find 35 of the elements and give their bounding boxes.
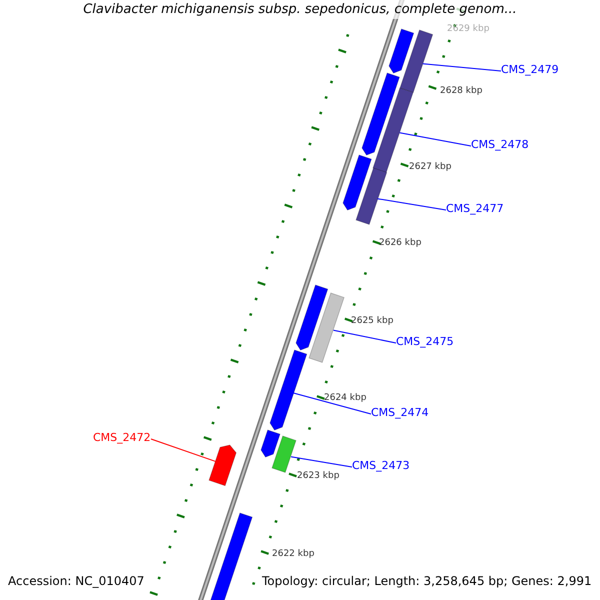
scale-label: 2628 kbp	[440, 86, 482, 96]
arrow-gene	[389, 28, 414, 73]
leader-line	[332, 330, 396, 344]
gene-label: CMS_2478	[471, 138, 529, 152]
leader-line	[422, 63, 502, 72]
bar-gene	[309, 293, 344, 363]
bar-gene	[272, 436, 296, 473]
gene-label: CMS_2479	[501, 63, 559, 77]
accession-text: Accession: NC_010407	[8, 574, 144, 588]
scale-label: 2624 kbp	[324, 393, 366, 403]
leader-line	[399, 132, 472, 146]
leader-line	[150, 438, 216, 462]
gene-label: CMS_2473	[352, 459, 410, 473]
scale-label: 2623 kbp	[297, 471, 340, 481]
leader-line	[292, 392, 372, 414]
arrow-gene	[260, 430, 280, 457]
gene-label: CMS_2477	[446, 202, 504, 216]
gene-label: CMS_2472	[93, 431, 151, 445]
scale-label: 2626 kbp	[379, 238, 422, 248]
arrow-gene	[270, 350, 306, 430]
genome-info-text: Topology: circular; Length: 3,258,645 bp; Genes: 2,991	[262, 574, 592, 588]
scale-label: 2622 kbp	[272, 549, 314, 559]
gene-label: CMS_2475	[396, 335, 454, 349]
scale-label: 2627 kbp	[409, 162, 452, 172]
leader-line	[377, 198, 446, 210]
arrow-gene	[296, 284, 328, 350]
arrow-gene	[209, 445, 236, 486]
arrow-gene	[343, 154, 372, 210]
leader-line	[290, 456, 352, 468]
bar-gene	[356, 168, 386, 225]
scale-label: 2625 kbp	[351, 316, 394, 326]
bar-gene	[400, 30, 433, 93]
scale-label: 2629 kbp	[447, 24, 490, 34]
gene-label: CMS_2474	[371, 406, 429, 420]
arrow-gene	[362, 72, 400, 155]
